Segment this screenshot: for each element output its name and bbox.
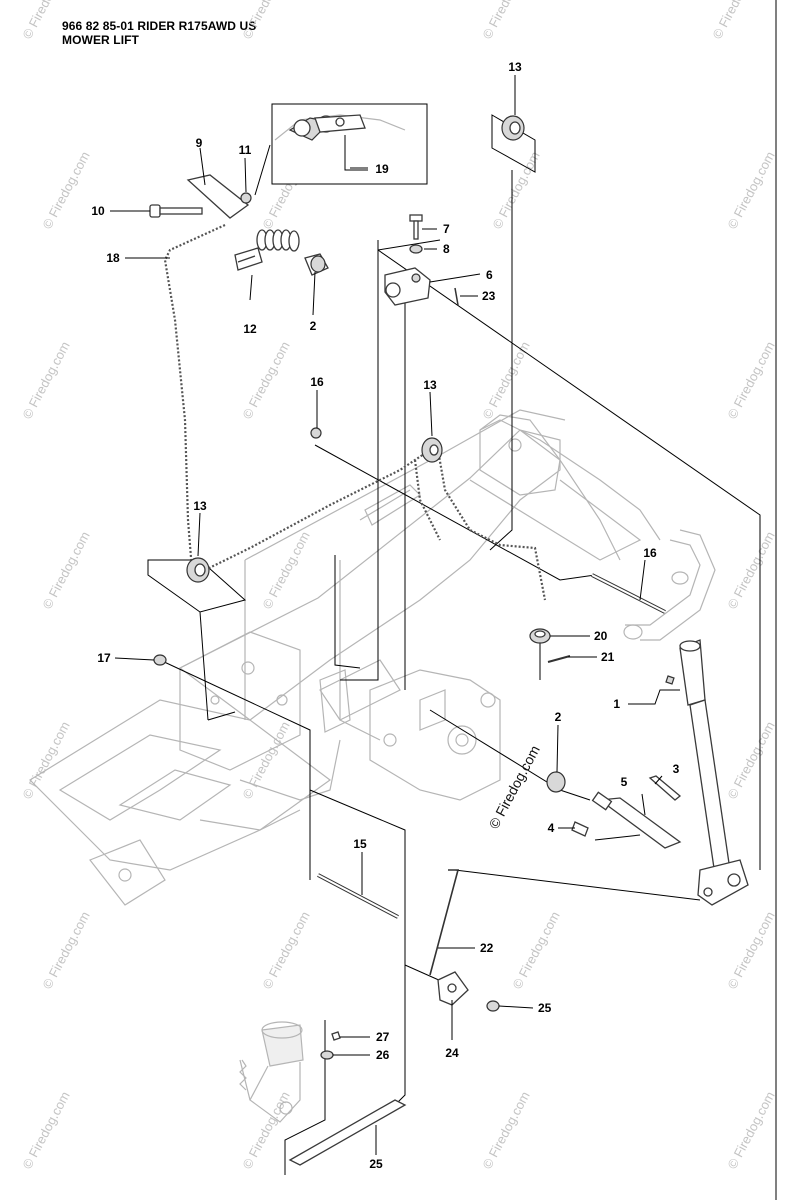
- watermark-text: © Firedog.com: [239, 0, 292, 41]
- callout-4: 4: [548, 821, 555, 835]
- reference-lines: [147, 114, 761, 1175]
- diagram-subtitle: MOWER LIFT: [62, 33, 139, 47]
- callout-21: 22: [480, 941, 494, 955]
- callout-13-top: 13: [508, 60, 522, 74]
- callout-26: 26: [376, 1048, 390, 1062]
- callout-2-upper: 2: [310, 319, 317, 333]
- nut-11: [240, 192, 252, 204]
- callout-6: 6: [486, 268, 493, 282]
- watermark-text: © Firedog.com: [39, 529, 92, 611]
- watermark-text: © Firedog.com: [19, 1089, 72, 1171]
- callout-8: 8: [443, 242, 450, 256]
- link-rod-21: [429, 869, 460, 976]
- callout-19: 20: [594, 629, 608, 643]
- callout-3: 3: [673, 762, 680, 776]
- callout-12: 12: [243, 322, 257, 336]
- callout-15: 16: [643, 546, 657, 560]
- watermark-text: © Firedog.com: [259, 909, 312, 991]
- watermark-text: © Firedog.com: [724, 909, 777, 991]
- diagram-title: 966 82 85-01 RIDER R175AWD US: [62, 19, 257, 33]
- pin-3: [648, 775, 682, 801]
- watermark-text: © Firedog.com: [39, 909, 92, 991]
- spring-coil: [256, 229, 300, 252]
- callout-17: 18: [106, 251, 120, 265]
- nut-16-upper: [310, 427, 322, 439]
- watermark-text: © Firedog.com: [509, 909, 562, 991]
- watermark-text: © Firedog.com: [724, 529, 777, 611]
- watermark-text: © Firedog.com: [724, 339, 777, 421]
- lift-lever-1: [665, 639, 749, 906]
- nut-16-lower: [153, 654, 167, 666]
- spring-clip-12: [234, 247, 263, 271]
- callout-7: 7: [443, 222, 450, 236]
- watermark-text: © Firedog.com: [724, 149, 777, 231]
- callout-9: 9: [196, 136, 203, 150]
- pin-27: [331, 1031, 341, 1041]
- watermark-text: © Firedog.com: [19, 719, 72, 801]
- pin-4: [571, 821, 589, 837]
- bolt-10: [149, 204, 161, 218]
- callout-22: 23: [482, 289, 496, 303]
- washer-26: [320, 1050, 334, 1060]
- pin-22: [454, 287, 459, 306]
- callout-2-lower: 2: [555, 710, 562, 724]
- callout-27: 27: [376, 1030, 390, 1044]
- watermark-text: © Firedog.com: [259, 529, 312, 611]
- shaft-5: [591, 791, 682, 849]
- watermark-center: © Firedog.com: [486, 743, 543, 832]
- callout-11: 11: [239, 143, 252, 157]
- watermark-text: © Firedog.com: [39, 149, 92, 231]
- bolt-7: [409, 214, 423, 222]
- callout-20: 21: [601, 650, 615, 664]
- chassis-frame: [29, 409, 716, 906]
- callouts: 9 11 10 18 12 2 19 7 8 6 23 13 16 13 13 …: [91, 60, 679, 1171]
- callout-14: 15: [353, 837, 367, 851]
- bushing-2-lower: [546, 771, 566, 793]
- bolt-shank-10: [159, 207, 203, 215]
- lift-chain: [163, 223, 547, 601]
- washer-8: [409, 244, 423, 254]
- nut-24: [486, 1000, 500, 1012]
- watermark-text: © Firedog.com: [709, 0, 762, 41]
- callout-25: 25: [369, 1157, 383, 1171]
- callout-13-mid: 13: [423, 378, 437, 392]
- watermark-text: © Firedog.com: [724, 719, 777, 801]
- pin-20: [547, 655, 571, 663]
- callout-16-lower: 17: [97, 651, 111, 665]
- watermark-text: © Firedog.com: [479, 1089, 532, 1171]
- pedal-housing: [239, 1021, 304, 1123]
- callout-10: 10: [91, 204, 105, 218]
- bracket-plate-9: [186, 174, 250, 219]
- callout-24: 25: [538, 1001, 552, 1015]
- detail-inset-chain-link: [254, 103, 428, 196]
- parts-layer: [149, 115, 749, 1166]
- callout-18: 19: [375, 162, 389, 176]
- watermark-text: © Firedog.com: [479, 0, 532, 41]
- callout-13-low: 13: [193, 499, 207, 513]
- callout-leaders: [110, 75, 680, 1155]
- watermark-text: © Firedog.com: [19, 0, 72, 41]
- callout-1: 1: [613, 697, 620, 711]
- callout-23: 24: [445, 1046, 459, 1060]
- watermark-text: © Firedog.com: [239, 339, 292, 421]
- callout-16-upper: 16: [310, 375, 324, 389]
- rod-25: [288, 1099, 407, 1166]
- watermark-text: © Firedog.com: [19, 339, 72, 421]
- watermark-text: © Firedog.com: [724, 1089, 777, 1171]
- callout-5: 5: [621, 775, 628, 789]
